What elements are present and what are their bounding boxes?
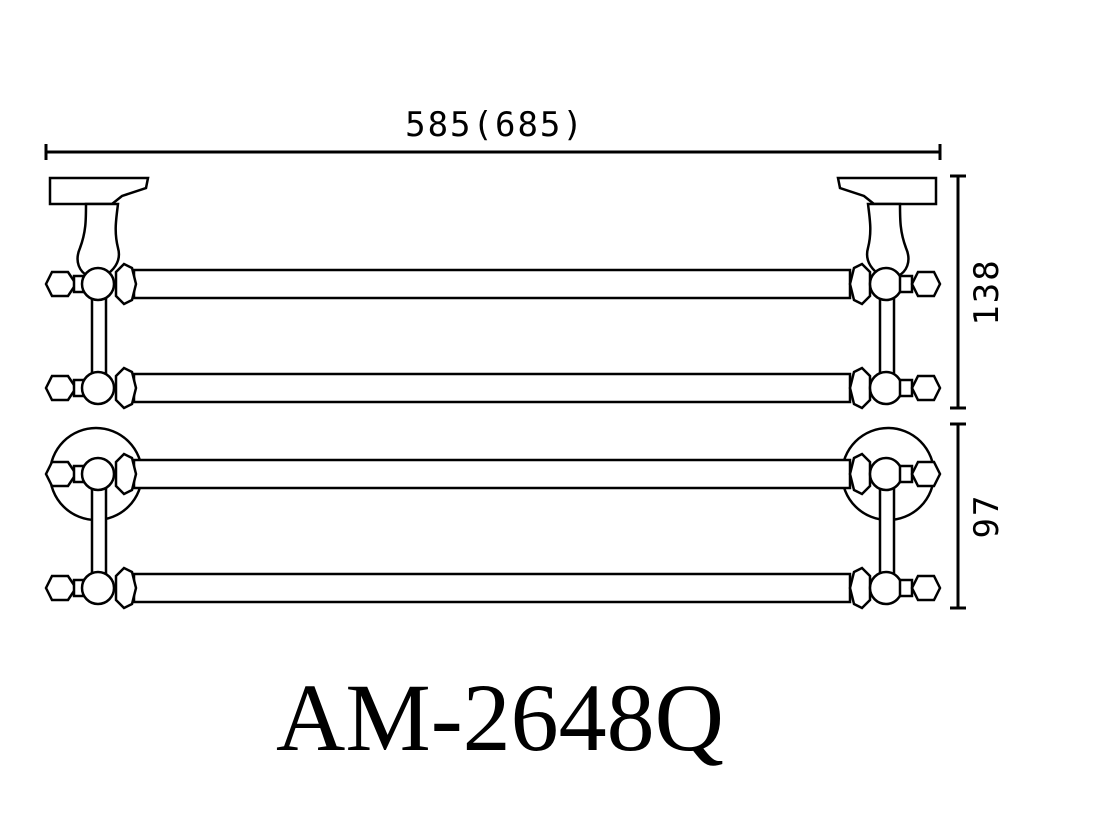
depth-dimension: 97 xyxy=(950,422,1007,610)
right-post-front xyxy=(878,286,896,386)
front-view xyxy=(44,176,942,410)
left-front-joint xyxy=(44,566,138,610)
left-post-top xyxy=(90,476,108,584)
right-wall-bracket xyxy=(836,176,938,278)
model-code: AM-2648Q xyxy=(276,664,724,771)
left-upper-joint xyxy=(44,262,138,306)
right-lower-joint xyxy=(848,366,942,410)
left-rear-joint xyxy=(44,452,138,496)
right-post-top xyxy=(878,476,896,584)
top-view xyxy=(44,426,942,610)
front-towel-bar xyxy=(132,572,852,604)
right-front-joint xyxy=(848,566,942,610)
upper-towel-bar xyxy=(132,268,852,300)
right-rear-joint xyxy=(848,452,942,496)
rear-towel-bar xyxy=(132,458,852,490)
left-wall-bracket xyxy=(48,176,150,278)
right-upper-joint xyxy=(848,262,942,306)
height-label: 138 xyxy=(967,258,1007,325)
left-lower-joint xyxy=(44,366,138,410)
depth-label: 97 xyxy=(967,494,1007,539)
width-label: 585(685) xyxy=(405,105,585,145)
left-post-front xyxy=(90,286,108,386)
lower-towel-bar xyxy=(132,372,852,404)
height-dimension: 138 xyxy=(950,174,1007,410)
width-dimension: 585(685) xyxy=(44,105,942,160)
